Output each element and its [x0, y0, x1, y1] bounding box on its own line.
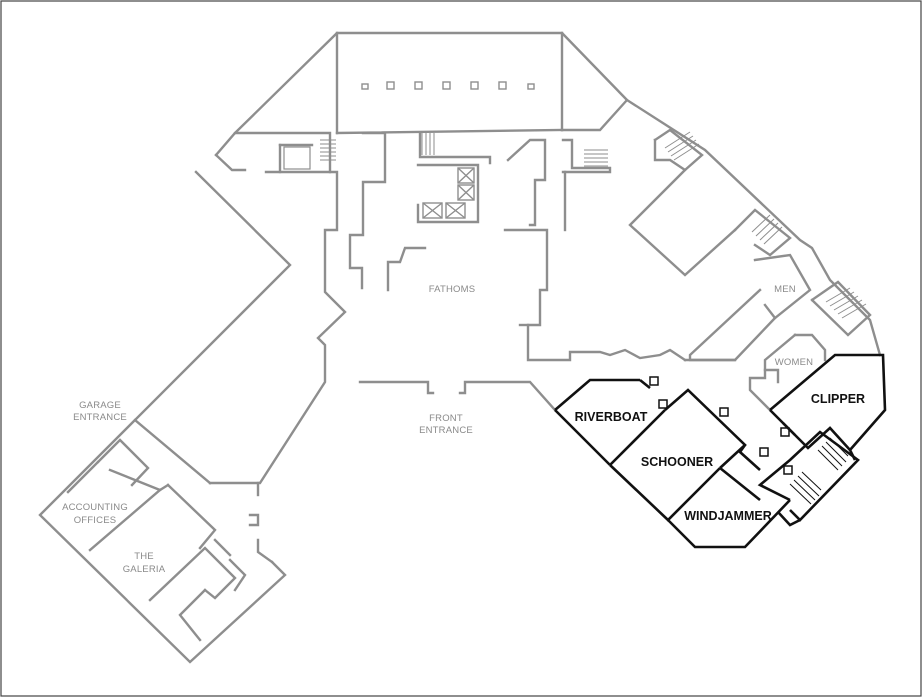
label-front-entrance-2: ENTRANCE [419, 425, 473, 436]
label-riverboat: RIVERBOAT [575, 410, 648, 424]
label-accounting-2: OFFICES [74, 515, 117, 526]
stairs-center [421, 133, 435, 155]
label-front-entrance-1: FRONT [429, 413, 463, 424]
label-galeria-2: GALERIA [123, 564, 166, 575]
label-fathoms: FATHOMS [429, 284, 476, 295]
stairs-right-upper [584, 149, 608, 167]
label-women: WOMEN [775, 357, 813, 368]
stairs-left-upper [283, 139, 336, 170]
label-garage-entrance-2: ENTRANCE [73, 412, 127, 423]
central-walls [208, 131, 687, 485]
lower-left-wing [38, 418, 287, 664]
stairs-right-lower [751, 214, 783, 245]
label-schooner: SCHOONER [641, 455, 713, 469]
meeting-rooms [554, 353, 887, 549]
column-markers [361, 81, 535, 90]
stairs-meeting [789, 437, 849, 505]
service-boxes [422, 167, 475, 219]
left-wing [133, 131, 336, 485]
room-labels: FATHOMS FRONT ENTRANCE GARAGE ENTRANCE A… [62, 284, 865, 575]
label-clipper: CLIPPER [811, 392, 865, 406]
label-windjammer: WINDJAMMER [684, 509, 772, 523]
label-men: MEN [774, 284, 796, 295]
top-hall [233, 31, 629, 135]
stairs-right-mid [664, 131, 700, 161]
stairs-men [825, 287, 867, 319]
label-garage-entrance-1: GARAGE [79, 400, 121, 411]
label-accounting-1: ACCOUNTING [62, 502, 128, 513]
label-galeria-1: THE [134, 551, 154, 562]
right-wing [560, 98, 882, 412]
